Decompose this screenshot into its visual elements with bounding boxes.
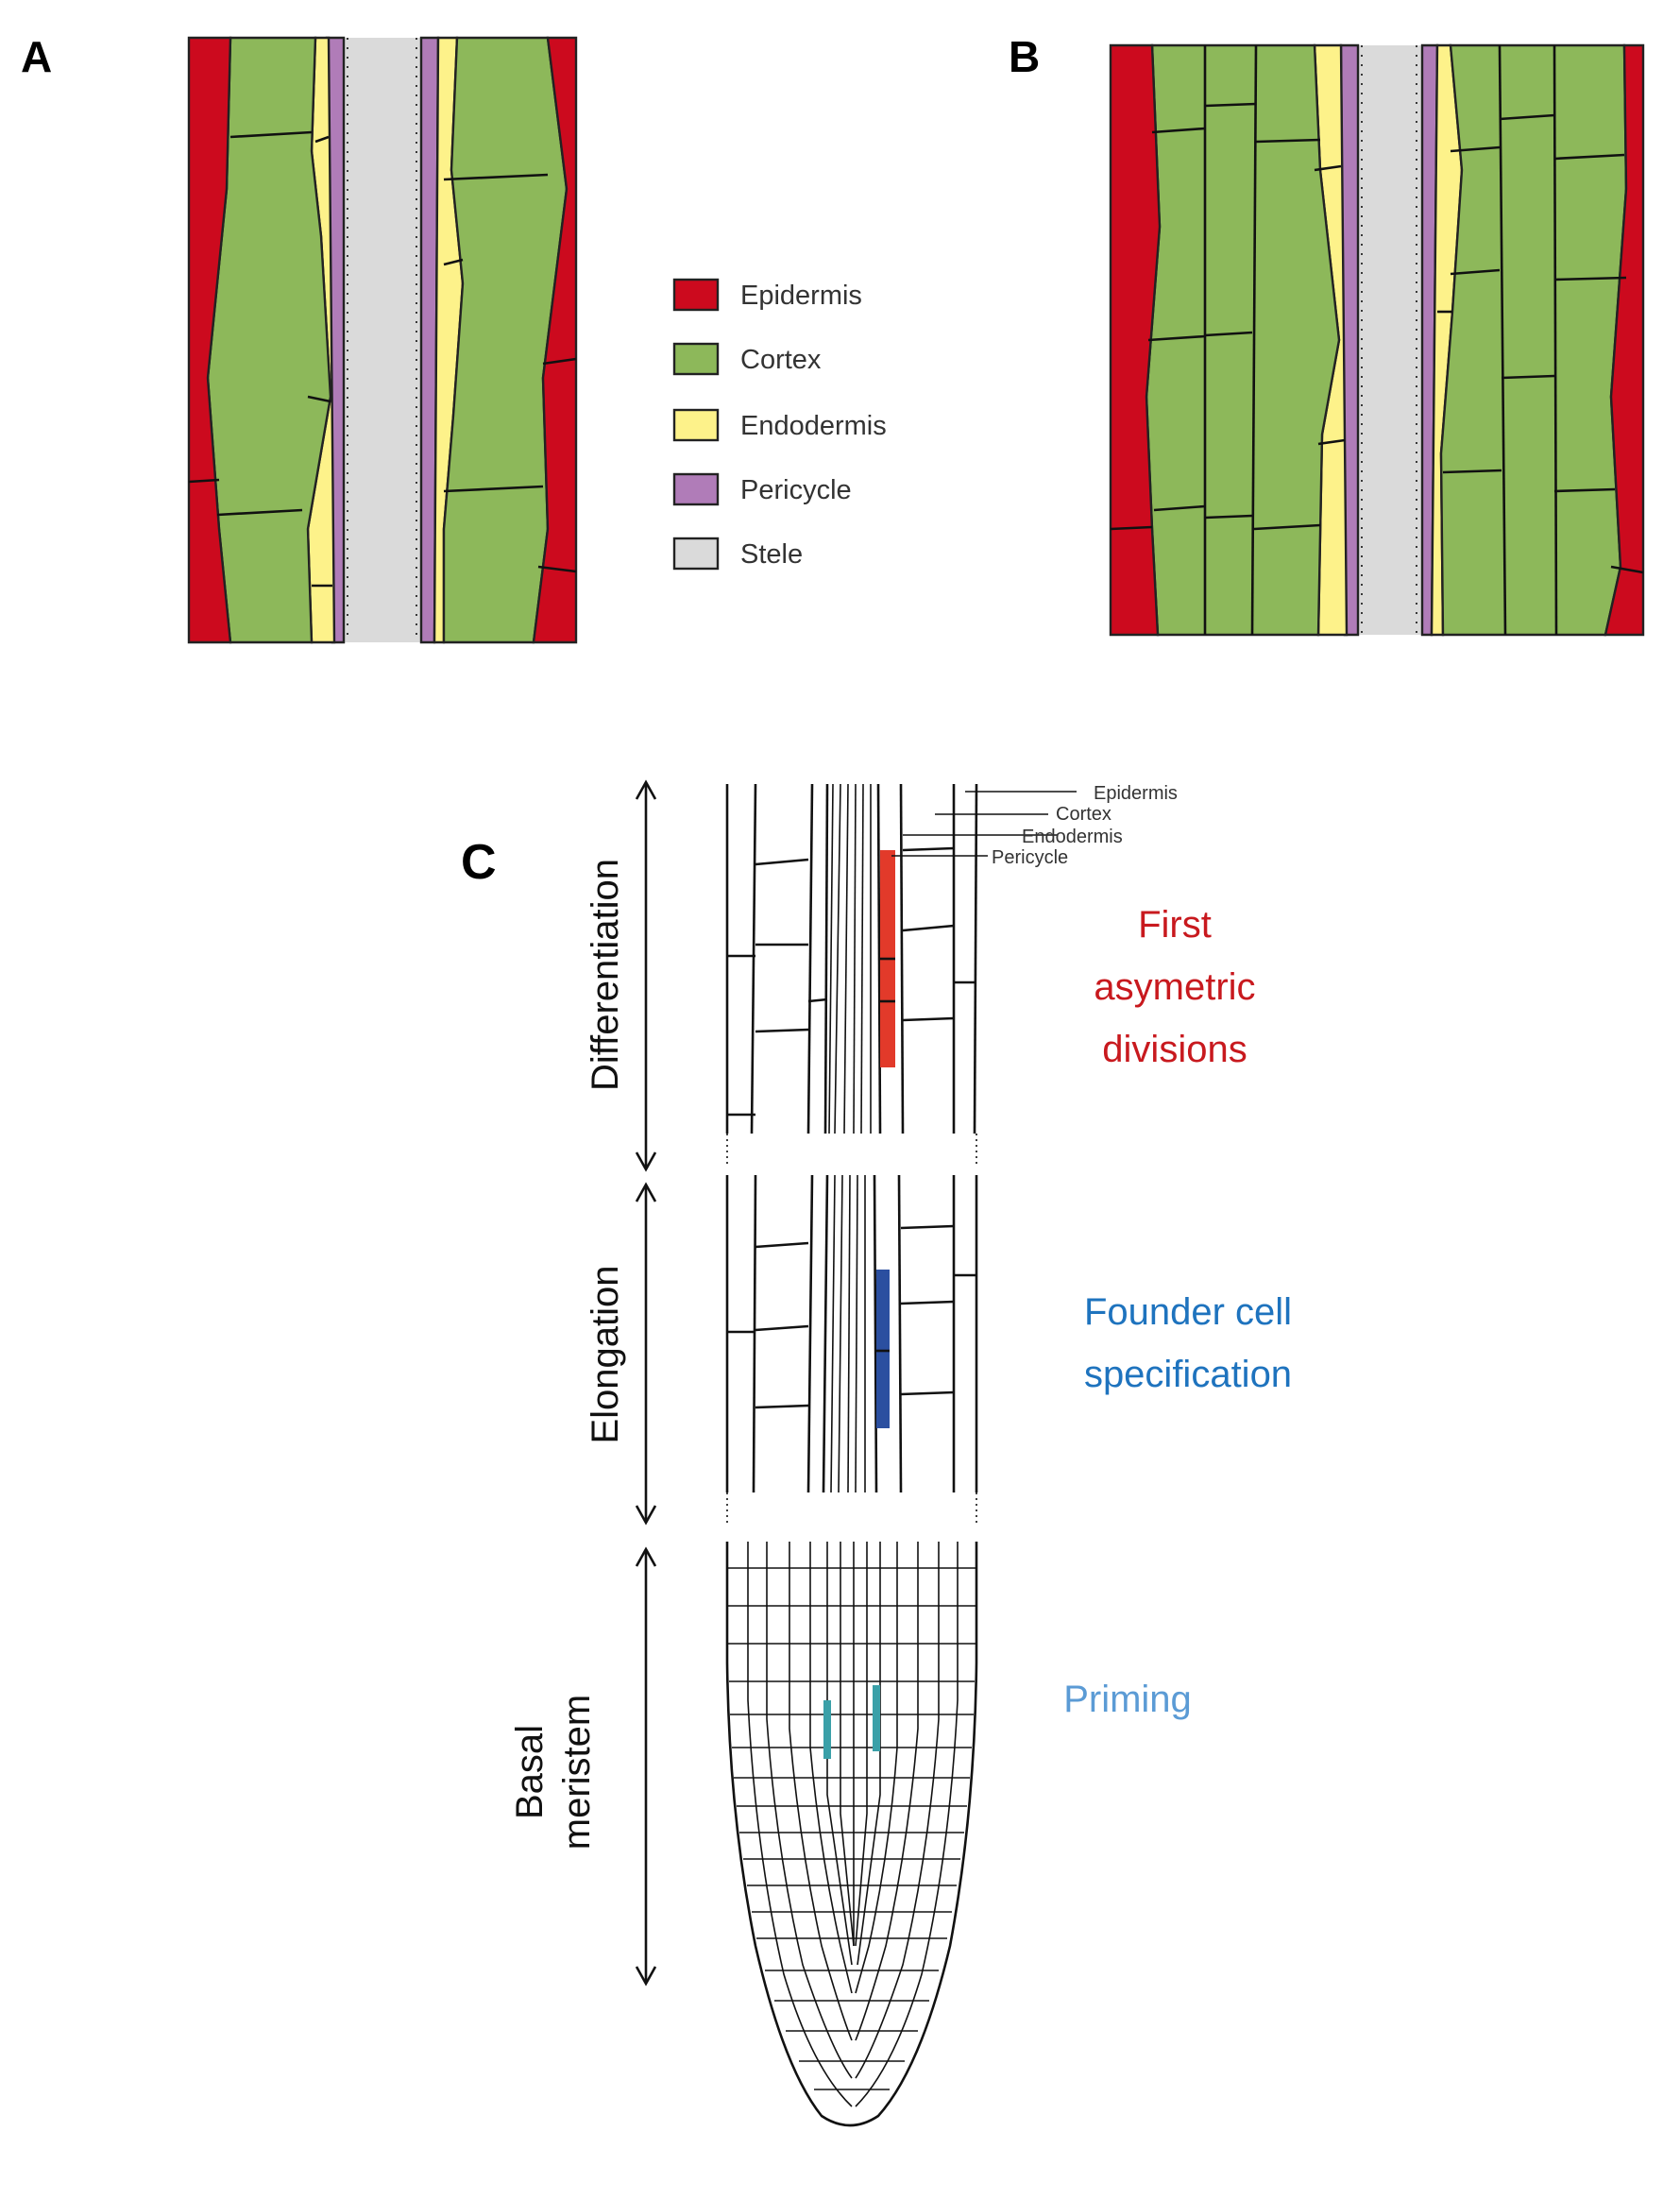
root-section-differentiation — [725, 783, 978, 1164]
legend-label-cortex: Cortex — [740, 345, 822, 375]
panel-b-stele — [1356, 45, 1422, 635]
zone-arrows — [635, 779, 657, 1987]
legend: Epidermis Cortex Endodermis Pericycle St… — [672, 278, 887, 571]
stage-label-first: First — [1138, 904, 1212, 946]
panel-a-letter: A — [21, 32, 52, 81]
panel-b-epidermis-left — [1109, 43, 1162, 637]
legend-label-pericycle: Pericycle — [740, 475, 852, 505]
priming-marker-left — [823, 1700, 831, 1759]
panel-a: A — [21, 32, 578, 644]
panel-c: C — [461, 779, 1292, 2127]
stage-labels: First asymetric divisions Founder cell s… — [1063, 904, 1292, 1720]
founder-cell-marker — [876, 1270, 890, 1428]
legend-swatch-epidermis — [672, 278, 720, 312]
root-section-meristem — [725, 1542, 978, 2127]
panel-b-epidermis-right — [1604, 43, 1645, 637]
legend-item-cortex: Cortex — [672, 342, 822, 376]
legend-item-stele: Stele — [672, 537, 803, 571]
stage-label-divisions: divisions — [1102, 1029, 1247, 1070]
legend-swatch-cortex — [672, 342, 720, 376]
zone-label-differentiation: Differentiation — [585, 859, 626, 1091]
stage-label-founder-cell: Founder cell — [1084, 1291, 1292, 1333]
zone-label-meristem: meristem — [556, 1695, 598, 1850]
root-tip-outline — [725, 1542, 978, 2127]
legend-label-stele: Stele — [740, 539, 803, 570]
legend-item-endodermis: Endodermis — [672, 408, 887, 442]
priming-marker-right — [873, 1685, 880, 1751]
stage-label-specification: specification — [1084, 1354, 1292, 1395]
stage-label-priming: Priming — [1063, 1679, 1192, 1720]
panel-a-epidermis-right — [532, 36, 578, 644]
stage-label-asymetric: asymetric — [1094, 966, 1255, 1008]
legend-label-endodermis: Endodermis — [740, 411, 887, 441]
legend-label-epidermis: Epidermis — [740, 281, 862, 311]
root-label-epidermis: Epidermis — [1094, 783, 1178, 804]
root-tissue-labels: Epidermis Cortex Endodermis Pericycle — [891, 783, 1178, 868]
root-label-pericycle: Pericycle — [992, 847, 1068, 868]
panel-b: B — [1009, 32, 1645, 637]
legend-item-epidermis: Epidermis — [672, 278, 862, 312]
panel-a-epidermis-left — [187, 36, 232, 644]
legend-swatch-endodermis — [672, 408, 720, 442]
legend-swatch-stele — [672, 537, 720, 571]
legend-item-pericycle: Pericycle — [672, 472, 852, 506]
panel-b-cortex-right — [1439, 43, 1628, 637]
zone-label-elongation: Elongation — [585, 1265, 626, 1443]
legend-swatch-pericycle — [672, 472, 720, 506]
panel-c-letter: C — [461, 835, 497, 890]
panel-a-stele — [342, 38, 421, 642]
root-section-elongation — [725, 1174, 978, 1526]
panel-b-letter: B — [1009, 32, 1040, 81]
zone-label-basal: Basal — [509, 1725, 551, 1819]
root-label-cortex: Cortex — [1056, 804, 1112, 825]
panel-b-cortex-left — [1145, 43, 1341, 637]
root-label-endodermis: Endodermis — [1022, 827, 1123, 847]
